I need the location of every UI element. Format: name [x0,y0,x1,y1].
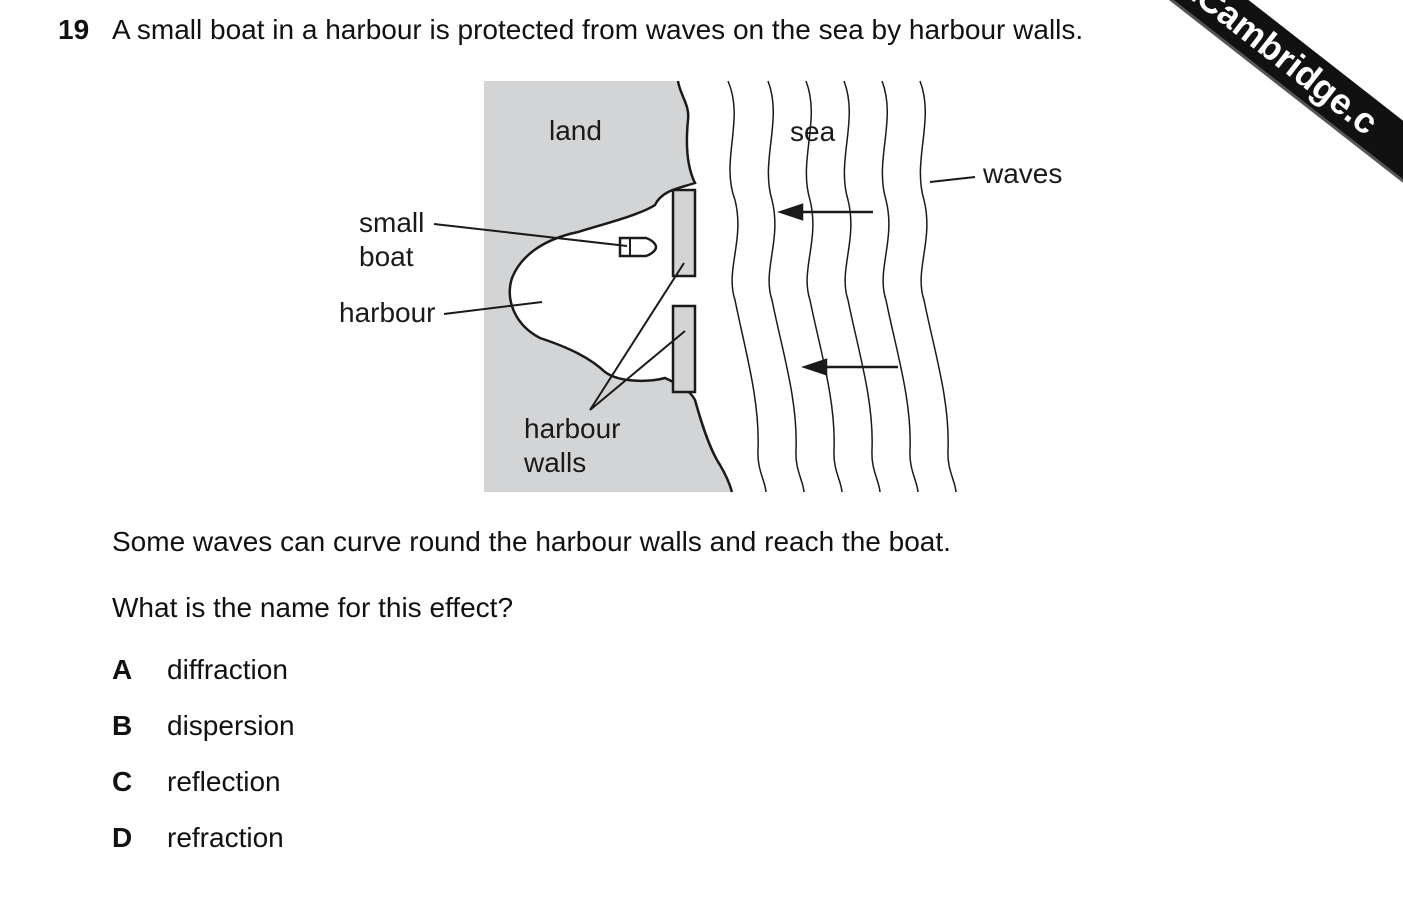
label-harbour: harbour [339,297,436,328]
prompt-text: What is the name for this effect? [112,592,514,623]
label-small-boat-2: boat [359,241,414,272]
label-land: land [549,115,602,146]
wave-line [727,80,767,493]
coastline [508,80,734,493]
harbour-wall-lower [671,304,697,394]
option-text: diffraction [167,654,288,685]
option-text: dispersion [167,710,295,741]
label-waves: waves [982,158,1062,189]
option-letter: D [112,822,133,853]
leader-lines [433,176,976,411]
option-letter: B [112,710,133,741]
statement-text: Some waves can curve round the harbour w… [112,526,951,557]
wave-line [805,80,843,493]
harbour-wall-upper [671,188,697,278]
wave-line [767,80,805,493]
wave-line [843,80,881,493]
option-letter: C [112,766,133,797]
option-letter: A [112,654,133,685]
wave-line [919,80,957,493]
waves-group [727,80,957,493]
land-region [484,81,732,492]
label-harbour-walls-1: harbour [524,413,621,444]
label-small-boat-1: small [359,207,424,238]
question-number: 19 [58,14,90,45]
question-text: A small boat in a harbour is protected f… [112,14,1084,45]
boat-icon [618,236,658,258]
label-harbour-walls-2: walls [523,447,586,478]
wave-line [881,80,919,493]
option-text: refraction [167,822,284,853]
wave-direction-arrows [777,203,898,376]
label-sea: sea [790,116,836,147]
option-text: reflection [167,766,281,797]
